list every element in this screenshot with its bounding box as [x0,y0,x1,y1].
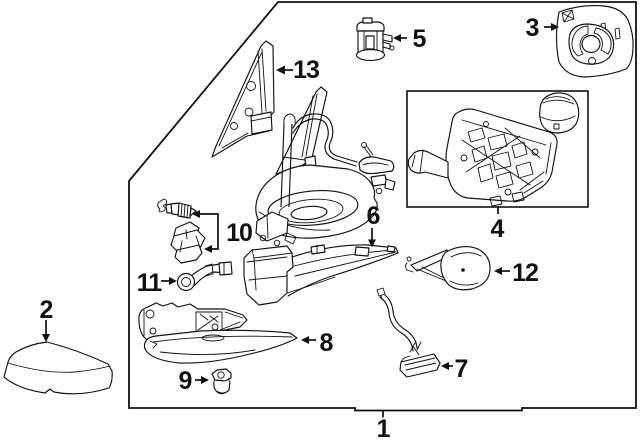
callout-9[interactable]: 9 [179,367,193,395]
part-8-lower-cover [138,302,298,364]
callout-3[interactable]: 3 [526,14,540,42]
callout-2[interactable]: 2 [40,296,54,324]
callout-10[interactable]: 10 [226,219,253,247]
part-2-mirror-cap [3,341,113,395]
callout-8[interactable]: 8 [320,329,335,357]
callout-1[interactable]: 1 [377,415,392,443]
callout-leaders [42,23,559,384]
part-4-frame-assembly [406,90,589,214]
part-5-actuator [355,17,395,62]
callout-labels: 1 2 3 4 5 6 7 8 9 10 11 12 13 [40,14,540,443]
callout-6[interactable]: 6 [367,202,381,230]
part-11-bracket-arm [176,261,233,292]
part-13-corner-trim [211,40,275,158]
part-9-grommet [211,368,232,395]
part-1-boundary [128,1,637,418]
part-3-backing-plate [555,5,634,78]
part-7-harness-cable [376,287,441,378]
part-12-bracket-cover [405,246,491,291]
callout-7[interactable]: 7 [455,355,469,383]
callout-5[interactable]: 5 [413,25,428,53]
callout-11[interactable]: 11 [137,269,164,297]
callout-4[interactable]: 4 [491,215,506,243]
callout-13[interactable]: 13 [293,56,320,84]
part-6-turn-signal-lamp [243,244,399,306]
mirror-housing [255,86,396,247]
callout-12[interactable]: 12 [512,259,539,287]
part-10-sensor-bracket [157,198,206,264]
